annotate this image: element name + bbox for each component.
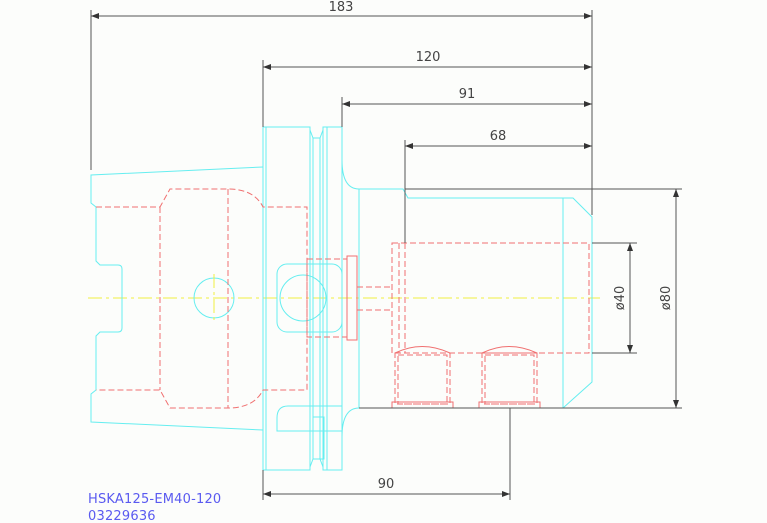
- clamp-screw: [478, 346, 541, 409]
- dim-screw-position: 90: [378, 477, 395, 492]
- flange-outline: [262, 126, 360, 471]
- shank-outline: [90, 166, 264, 431]
- dim-bore-depth: 68: [490, 129, 507, 144]
- dim-overall-length: 183: [329, 0, 354, 15]
- clamp-screw: [391, 346, 454, 409]
- dim-bore-diameter: ø40: [613, 286, 628, 311]
- part-name: HSKA125-EM40-120: [88, 492, 222, 507]
- dim-length-from-flange: 120: [416, 50, 441, 65]
- part-number: 03229636: [88, 509, 156, 523]
- dimension-lines: [90, 10, 682, 500]
- dim-length-from-collar: 91: [459, 87, 476, 102]
- dim-outer-diameter: ø80: [659, 286, 674, 311]
- hidden-lines: [96, 188, 590, 409]
